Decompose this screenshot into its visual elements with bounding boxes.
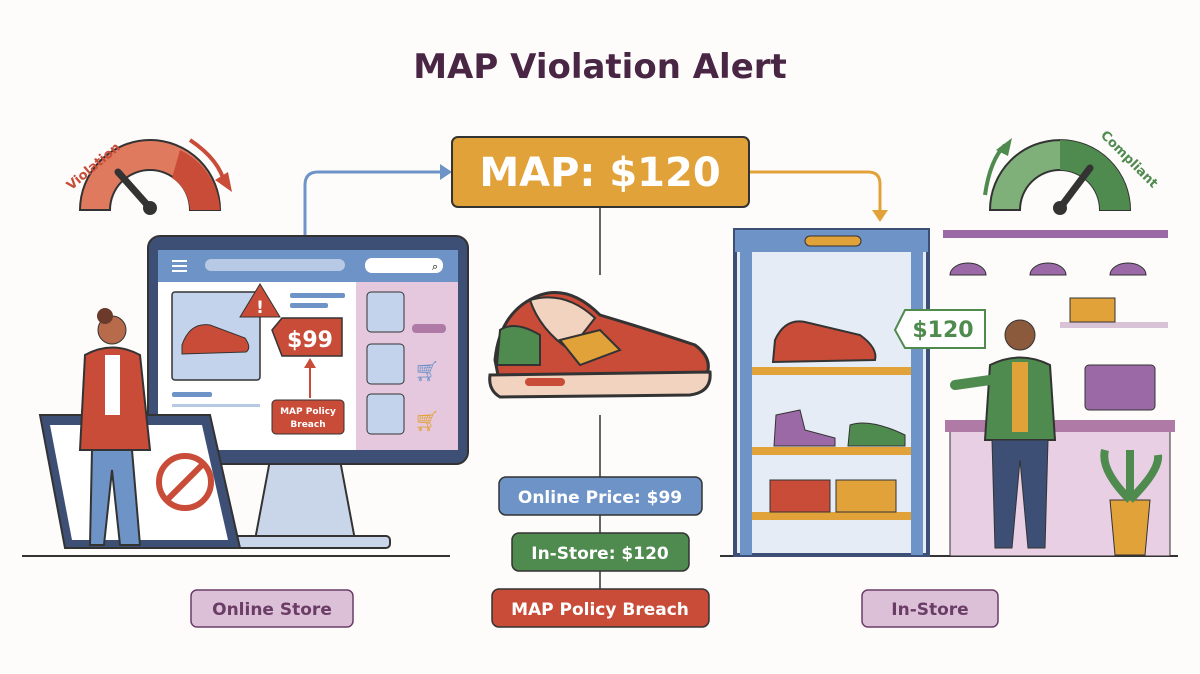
arrow-icon	[996, 138, 1012, 156]
flow-arrow-store	[750, 170, 882, 212]
section-label-online	[190, 589, 354, 628]
flow-arrow-online	[303, 170, 440, 240]
price-tag-text: $99	[287, 328, 333, 353]
store-clerk	[950, 319, 1057, 549]
in-store-price-box	[511, 532, 690, 572]
in-store-price-text: In-Store: $120	[531, 544, 669, 564]
online-store-monitor: ⌕ 🛒︎ 🛒︎ ! $99 MAP Policy Breach	[147, 235, 469, 549]
compliant-gauge: Compliant	[983, 128, 1160, 215]
store-price-tag	[893, 309, 986, 349]
map-price-text: MAP: $120	[479, 150, 720, 196]
breach-label-line2: Breach	[290, 420, 325, 430]
online-price-text: Online Price: $99	[518, 488, 682, 508]
cart-icon[interactable]: 🛒︎	[414, 359, 439, 383]
shoe-illustration	[488, 291, 712, 399]
search-icon: ⌕	[432, 260, 438, 273]
violation-gauge: Violation	[64, 138, 232, 215]
section-label-in-store	[861, 589, 999, 628]
gauge-needle	[114, 168, 154, 212]
blocked-icon	[156, 453, 214, 511]
store-price-tag-text: $120	[912, 318, 973, 343]
search-input[interactable]	[365, 258, 443, 273]
store-counter	[943, 230, 1175, 557]
breach-text: MAP Policy Breach	[511, 600, 689, 620]
store-shelf: $120	[733, 228, 986, 557]
gauge-needle	[1056, 164, 1094, 212]
breach-box	[491, 588, 710, 628]
price-tag	[271, 317, 343, 357]
shopper-woman	[78, 308, 152, 546]
pos-terminal	[1084, 364, 1156, 411]
section-label-online-text: Online Store	[212, 600, 332, 620]
cart-icon[interactable]: 🛒︎	[414, 409, 439, 433]
breach-label	[271, 399, 345, 435]
section-label-in-store-text: In-Store	[891, 600, 968, 620]
arrow-icon	[215, 172, 232, 192]
breach-label-line1: MAP Policy	[280, 407, 336, 417]
menu-icon	[172, 260, 187, 272]
svg-text:!: !	[256, 298, 264, 318]
page-title: MAP Violation Alert	[413, 47, 787, 87]
warning-icon	[239, 283, 281, 318]
online-price-box	[498, 476, 703, 516]
